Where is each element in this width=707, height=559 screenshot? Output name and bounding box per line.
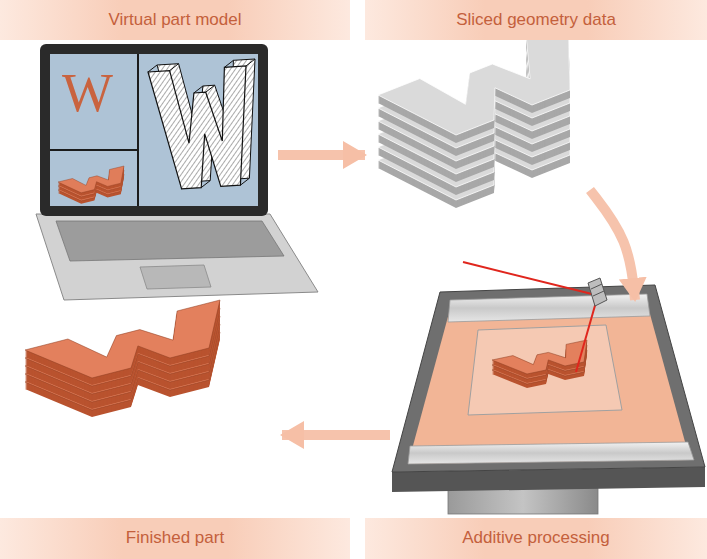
- wire-edge: [246, 59, 255, 66]
- layer-top: [58, 166, 124, 193]
- layer-top: [492, 340, 587, 374]
- finished-part: [25, 300, 220, 417]
- laptop-bezel: [40, 44, 268, 216]
- laptop-touchpad: [140, 265, 211, 289]
- laser: [463, 262, 607, 372]
- stage-title: Additive processing: [462, 528, 609, 548]
- flow-arrow: [278, 150, 365, 160]
- laser-beam: [576, 302, 596, 372]
- stage-title: Finished part: [126, 528, 224, 548]
- mirror-stripe: [593, 291, 604, 296]
- wire-edge: [240, 178, 249, 185]
- wire-edge: [170, 64, 179, 71]
- flow-arrow: [282, 430, 390, 440]
- scan-mirror: [588, 278, 607, 306]
- stage-band: Additive processing: [365, 518, 707, 559]
- stage-panel: Finished part: [0, 390, 282, 559]
- screen-divider: [50, 149, 138, 151]
- layer-side: [492, 341, 587, 375]
- layer-top: [25, 300, 220, 378]
- screen-divider: [137, 54, 139, 206]
- layer-side: [58, 167, 124, 194]
- stage-band: Finished part: [0, 518, 350, 559]
- laptop: [36, 44, 318, 300]
- stage-band: Virtual part model: [0, 0, 350, 40]
- stage-band: Sliced geometry data: [365, 0, 707, 40]
- screen-part: [58, 166, 124, 204]
- front-rail: [408, 442, 694, 464]
- stage-panel: Additive processing: [390, 300, 707, 559]
- recoater-blade: [448, 294, 650, 322]
- stage-panel: Virtual part model: [0, 0, 278, 270]
- stage-title: Virtual part model: [109, 10, 242, 30]
- laptop-screen: [50, 54, 258, 206]
- mirror-stripe: [591, 284, 602, 289]
- wire-edge: [201, 181, 210, 188]
- stage-panel: Sliced geometry data: [365, 0, 707, 190]
- build-box: [468, 325, 622, 415]
- flow-arrow: [590, 190, 635, 300]
- build-machine: [392, 285, 705, 514]
- laptop-base: [36, 214, 318, 300]
- wireframe-part: [148, 59, 255, 189]
- stage-title: Sliced geometry data: [456, 10, 616, 30]
- screen-letter: W: [62, 66, 113, 120]
- layer-side: [25, 301, 220, 379]
- machine-frame: [392, 285, 705, 472]
- machine-pedestal: [448, 488, 598, 514]
- wire-front: [148, 66, 246, 189]
- sliced-layers: [378, 20, 570, 208]
- laptop-keyboard: [56, 221, 284, 261]
- laser-beam: [463, 262, 592, 294]
- wire-edge: [206, 85, 215, 92]
- built-part: [492, 340, 587, 388]
